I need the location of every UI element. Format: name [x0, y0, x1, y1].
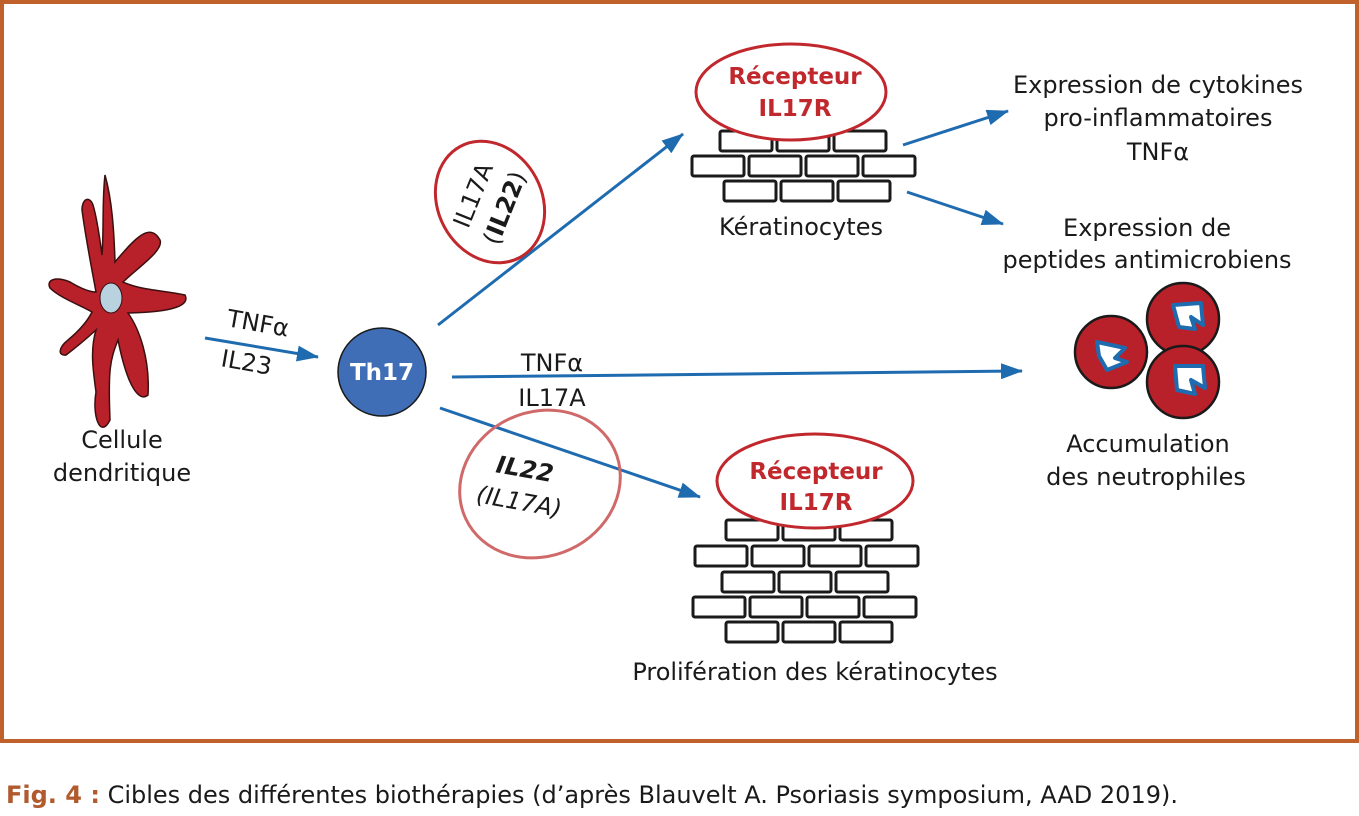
figure-frame — [0, 0, 1359, 743]
middle-cytokine-label-1: TNFα — [520, 349, 583, 377]
receptor-bottom-ellipse — [715, 432, 915, 530]
caption-text: Cibles des différentes biothérapies (d’a… — [99, 781, 1178, 809]
receptor-top-label-2: IL17R — [759, 96, 832, 122]
dendritic-cell-icon — [48, 174, 187, 428]
outcome-peptides-line2: peptides antimicrobiens — [1002, 246, 1291, 274]
arrow1-label-1: TNFα — [224, 304, 291, 343]
receptor-top-ellipse — [694, 42, 888, 142]
lower-cytokine-label-1: IL22 — [494, 450, 556, 488]
brick — [807, 544, 863, 568]
brick — [861, 154, 917, 178]
brick — [834, 570, 890, 594]
upper-cytokine-ellipse — [433, 139, 547, 265]
outcome-cytokines-line2: pro-inflammatoires — [1044, 104, 1273, 132]
brick — [781, 620, 837, 644]
arrow-th17-to-keratinocytes — [437, 132, 684, 327]
brick — [750, 544, 806, 568]
brick — [864, 544, 920, 568]
brick — [690, 154, 746, 178]
lower-cytokine-ellipse — [458, 408, 622, 560]
dendritic-cell-label-1: Cellule — [81, 426, 163, 454]
middle-cytokine-label-2: IL17A — [518, 384, 586, 412]
neutrophils-label-2: des neutrophiles — [1046, 463, 1246, 491]
keratinocytes-bottom-icon — [691, 518, 920, 644]
neutrophils-label-1: Accumulation — [1066, 430, 1230, 458]
th17-label: Th17 — [350, 360, 414, 386]
th17-cell — [337, 327, 427, 417]
brick — [724, 620, 780, 644]
keratinocytes-label: Kératinocytes — [719, 213, 883, 241]
receptor-bottom-label-2: IL17R — [780, 490, 853, 516]
neutrophils-icon — [1073, 281, 1221, 420]
receptor-top-label-1: Récepteur — [728, 64, 862, 90]
brick — [720, 570, 776, 594]
brick — [836, 179, 892, 203]
arrow-to-cytokines — [902, 109, 1009, 147]
brick — [805, 595, 861, 619]
arrow1-label-2: IL23 — [219, 344, 274, 380]
arrow-to-peptides — [906, 190, 1004, 226]
brick — [779, 179, 835, 203]
brick — [838, 620, 894, 644]
brick — [748, 595, 804, 619]
brick — [722, 179, 778, 203]
receptor-bottom-label-1: Récepteur — [749, 459, 883, 485]
arrow-th17-to-proliferation — [439, 406, 701, 499]
arrow-th17-to-neutrophils — [451, 363, 1023, 380]
brick — [747, 154, 803, 178]
brick — [691, 595, 747, 619]
brick — [724, 518, 780, 542]
outcome-peptides-line1: Expression de — [1063, 214, 1231, 242]
brick — [862, 595, 918, 619]
dendritic-cell-label-2: dendritique — [53, 459, 191, 487]
arrow-dc-to-th17 — [204, 336, 319, 362]
brick — [693, 544, 749, 568]
outcome-cytokines-line1: Expression de cytokines — [1013, 71, 1303, 99]
outcome-cytokines-line3: TNFα — [1126, 138, 1189, 166]
brick — [832, 129, 888, 153]
figure-caption: Fig. 4 : Cibles des différentes biothéra… — [6, 781, 1178, 809]
caption-figure-number: Fig. 4 : — [6, 781, 100, 809]
brick — [777, 570, 833, 594]
brick — [804, 154, 860, 178]
proliferation-label: Prolifération des kératinocytes — [632, 658, 997, 686]
keratinocytes-top-icon — [690, 129, 917, 203]
